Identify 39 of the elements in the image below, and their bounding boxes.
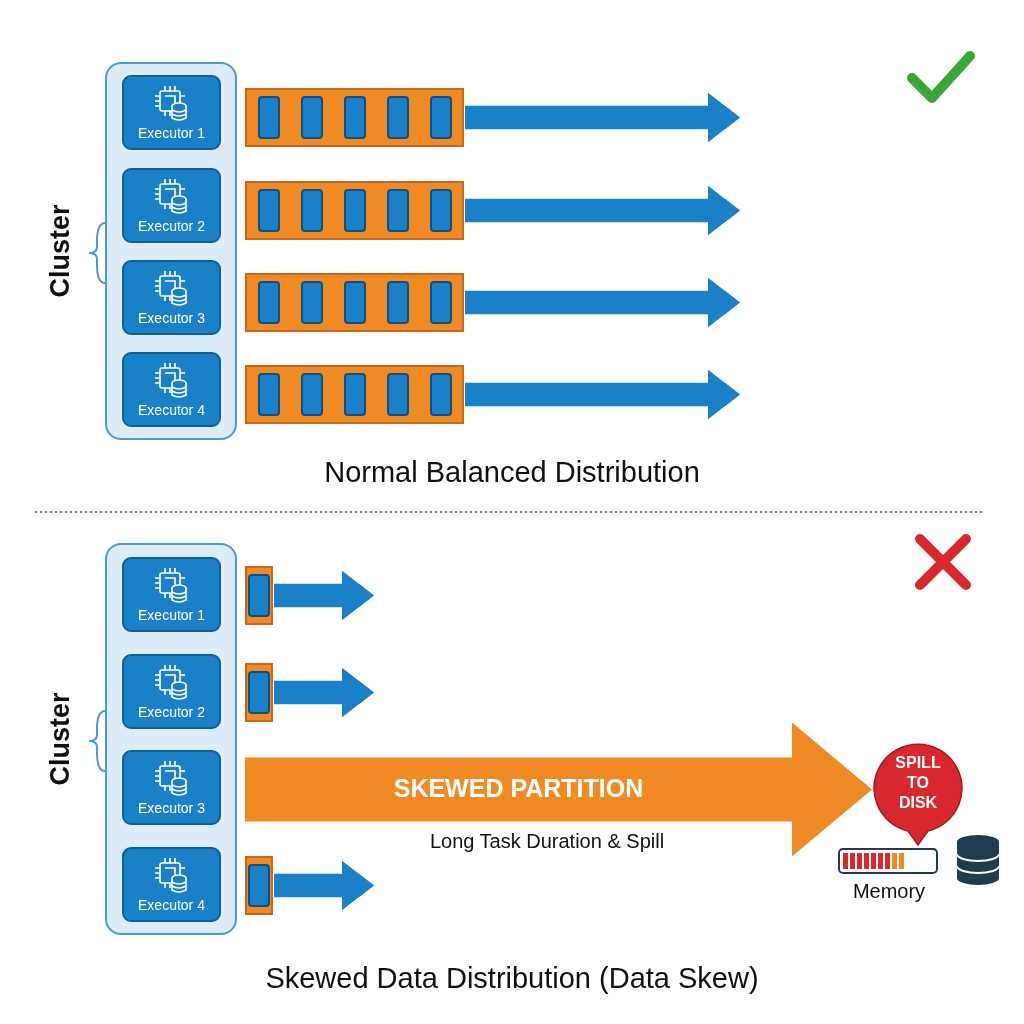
executor-box xyxy=(122,557,221,632)
arrow xyxy=(274,667,374,718)
partition-bar xyxy=(245,566,273,625)
executor-label: Executor 3 xyxy=(137,310,206,326)
executor-label: Executor 1 xyxy=(137,125,206,141)
arrow xyxy=(274,570,374,621)
partition-bar xyxy=(245,663,273,722)
partition-bar xyxy=(245,856,273,915)
arrow xyxy=(465,277,740,328)
executor-box xyxy=(122,847,221,922)
executor-label: Executor 1 xyxy=(137,607,206,623)
executor-label: Executor 2 xyxy=(137,218,206,234)
partition-bar xyxy=(245,365,464,424)
executor-box xyxy=(122,352,221,427)
memory-label: Memory xyxy=(851,880,927,903)
partition-bar xyxy=(245,273,464,332)
block-arrow xyxy=(245,722,872,857)
arrow xyxy=(465,369,740,420)
executor-box xyxy=(122,750,221,825)
executor-box xyxy=(122,654,221,729)
arrow xyxy=(465,185,740,236)
executor-label: Executor 3 xyxy=(137,800,206,816)
edge-label: SKEWED PARTITION xyxy=(392,773,645,803)
section-caption: Skewed Data Distribution (Data Skew) xyxy=(264,962,760,995)
executor-box xyxy=(122,75,221,150)
arrow xyxy=(274,860,374,911)
partition-bar xyxy=(245,88,464,147)
bubble-text: SPILL TO DISK xyxy=(894,753,942,813)
section-caption: Normal Balanced Distribution xyxy=(323,456,701,489)
note-text: Long Task Duration & Spill xyxy=(428,830,666,853)
executor-label: Executor 2 xyxy=(137,704,206,720)
partition-bar xyxy=(245,181,464,240)
arrow xyxy=(465,92,740,143)
executor-label: Executor 4 xyxy=(137,897,206,913)
executor-box xyxy=(122,168,221,243)
executor-box xyxy=(122,260,221,335)
cluster-label: Cluster xyxy=(45,204,76,298)
cluster-label: Cluster xyxy=(45,692,76,786)
executor-label: Executor 4 xyxy=(137,402,206,418)
